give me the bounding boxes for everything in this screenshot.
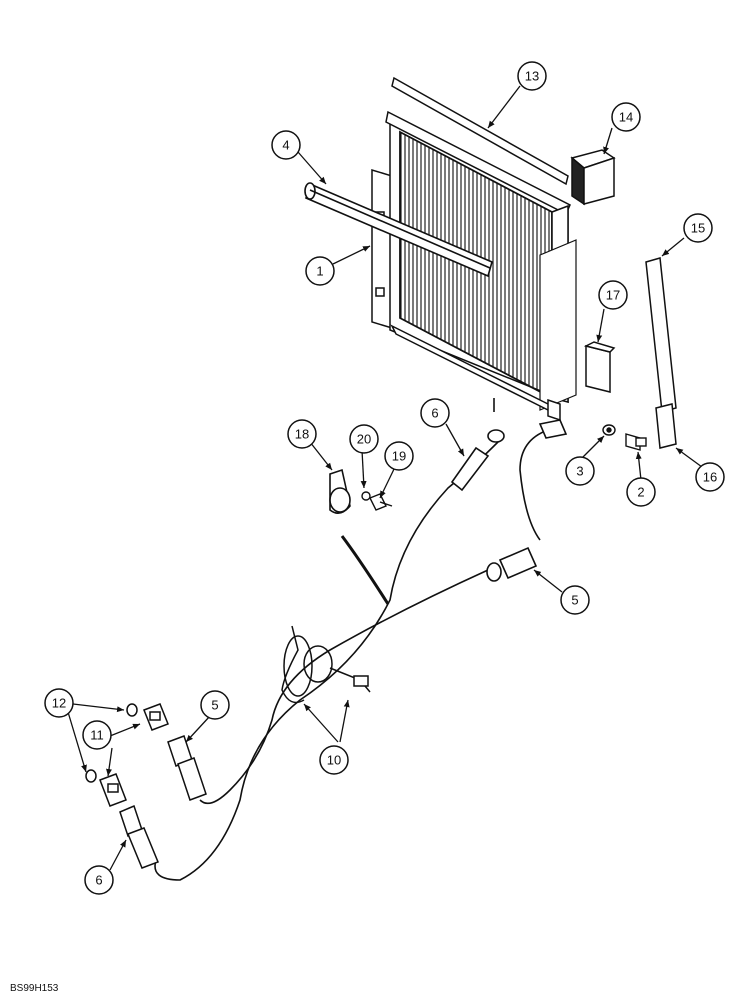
svg-text:19: 19 bbox=[392, 449, 406, 464]
callout-19: 19 bbox=[384, 441, 414, 471]
part-13-seal-strip bbox=[391, 76, 569, 186]
part-4-foam-seal bbox=[304, 182, 493, 278]
svg-text:5: 5 bbox=[211, 698, 218, 713]
figure-code: BS99H153 bbox=[10, 983, 59, 994]
callout-1: 1 bbox=[305, 256, 335, 286]
callout-18: 18 bbox=[287, 419, 317, 449]
svg-text:2: 2 bbox=[637, 485, 644, 500]
callout-20: 20 bbox=[349, 424, 379, 454]
part-20-washer bbox=[361, 491, 371, 501]
svg-text:14: 14 bbox=[619, 110, 633, 125]
part-5-hose-end-lower bbox=[167, 735, 207, 801]
svg-text:4: 4 bbox=[282, 138, 289, 153]
svg-text:15: 15 bbox=[691, 221, 705, 236]
callout-6-upper: 6 bbox=[420, 398, 450, 428]
part-19-bolt bbox=[369, 493, 393, 511]
part-17-pad bbox=[583, 341, 616, 393]
callout-5-lower: 5 bbox=[200, 690, 230, 720]
svg-text:10: 10 bbox=[327, 753, 341, 768]
part-11-fitting-upper bbox=[143, 703, 169, 731]
svg-text:12: 12 bbox=[52, 696, 66, 711]
svg-text:3: 3 bbox=[576, 464, 583, 479]
part-12-o-ring-lower bbox=[85, 769, 97, 783]
svg-text:17: 17 bbox=[606, 288, 620, 303]
callout-6-lower: 6 bbox=[84, 865, 114, 895]
part-14-block bbox=[570, 149, 616, 206]
callout-11: 11 bbox=[82, 720, 112, 750]
svg-text:6: 6 bbox=[95, 873, 102, 888]
callout-4: 4 bbox=[271, 130, 301, 160]
callout-16: 16 bbox=[695, 462, 725, 492]
part-2-bolt bbox=[625, 433, 647, 451]
svg-text:5: 5 bbox=[571, 593, 578, 608]
svg-text:16: 16 bbox=[703, 470, 717, 485]
callout-5-upper: 5 bbox=[560, 585, 590, 615]
svg-text:1: 1 bbox=[316, 264, 323, 279]
callout-3: 3 bbox=[565, 456, 595, 486]
callout-2: 2 bbox=[626, 477, 656, 507]
callout-13: 13 bbox=[517, 61, 547, 91]
part-3-washer bbox=[602, 424, 616, 436]
leader-lines bbox=[67, 85, 703, 871]
part-10-hose-clamps bbox=[281, 625, 371, 704]
callout-14: 14 bbox=[611, 102, 641, 132]
mounting-arrow bbox=[340, 535, 390, 605]
hose-lines bbox=[154, 398, 568, 881]
part-6-hose-end-lower bbox=[119, 804, 159, 869]
callout-15: 15 bbox=[683, 213, 713, 243]
callout-12: 12 bbox=[44, 688, 74, 718]
part-12-o-ring-upper bbox=[126, 703, 138, 717]
part-16-seal-strip bbox=[655, 403, 677, 449]
svg-text:18: 18 bbox=[295, 427, 309, 442]
svg-text:6: 6 bbox=[431, 406, 438, 421]
svg-text:13: 13 bbox=[525, 69, 539, 84]
part-11-fitting-lower bbox=[99, 773, 127, 807]
callout-10: 10 bbox=[319, 745, 349, 775]
svg-text:20: 20 bbox=[357, 432, 371, 447]
part-18-clamp bbox=[329, 468, 351, 514]
svg-text:11: 11 bbox=[90, 728, 104, 743]
part-15-seal-strip bbox=[645, 257, 677, 413]
callout-17: 17 bbox=[598, 280, 628, 310]
